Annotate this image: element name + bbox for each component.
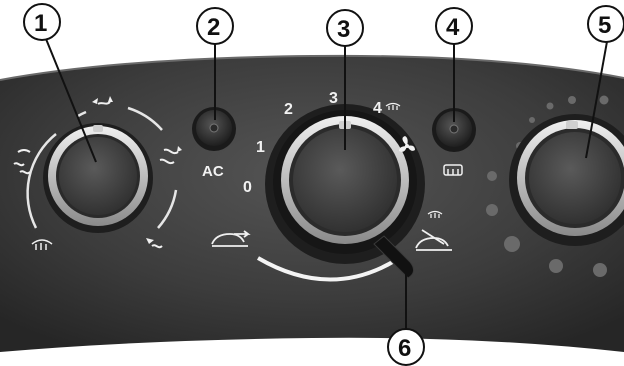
callout-6: 6: [388, 329, 424, 365]
dial-5-pointer: [566, 121, 578, 129]
fan-speed-3: 3: [329, 90, 338, 107]
callout-4: 4: [436, 8, 472, 44]
callout-4-number: 4: [446, 14, 460, 41]
callout-2-number: 2: [207, 14, 220, 41]
ac-label: AC: [202, 163, 224, 180]
fan-speed-4: 4: [373, 100, 382, 117]
dial-1-pointer: [93, 125, 103, 132]
fan-speed-2: 2: [284, 101, 293, 118]
callout-3: 3: [327, 10, 363, 46]
callout-5-number: 5: [598, 12, 611, 39]
callout-5: 5: [588, 6, 624, 42]
fan-speed-0: 0: [243, 179, 252, 196]
callout-2: 2: [197, 8, 233, 44]
callout-3-number: 3: [337, 16, 350, 43]
callout-1-number: 1: [34, 10, 47, 37]
callout-1: 1: [24, 4, 60, 40]
fan-speed-1: 1: [256, 139, 265, 156]
callout-6-number: 6: [398, 335, 411, 362]
